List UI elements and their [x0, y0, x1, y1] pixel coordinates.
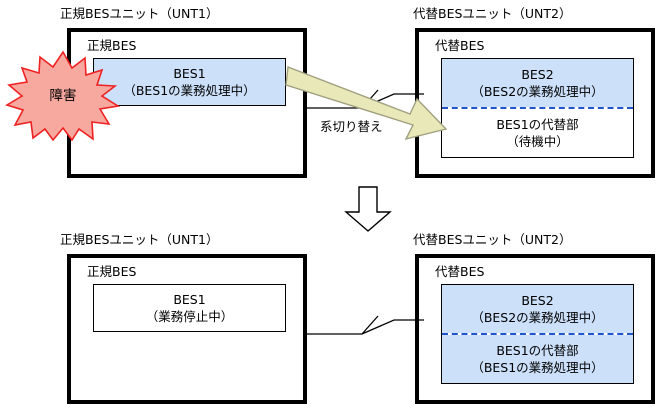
bottom-connector-line — [305, 315, 424, 335]
top-left-process-line2: （BES1の業務処理中） — [123, 83, 256, 98]
switchover-arrow — [285, 66, 448, 141]
bottom-left-inner-caption: 正規BES — [87, 264, 137, 279]
bottom-left-process-box: BES1 （業務停止中） — [93, 284, 286, 332]
bottom-right-upper-line2: （BES2の業務処理中） — [471, 310, 604, 325]
top-right-divider — [442, 107, 633, 109]
bottom-left-unit-box: 正規BES BES1 （業務停止中） — [67, 254, 307, 404]
top-right-upper-line1: BES2 — [521, 67, 554, 82]
bottom-left-process-line2: （業務停止中） — [145, 309, 234, 324]
top-left-inner-caption: 正規BES — [87, 38, 137, 53]
top-right-upper-line2: （BES2の業務処理中） — [471, 84, 604, 99]
bottom-right-upper-half: BES2 （BES2の業務処理中） — [442, 285, 633, 333]
burst-icon — [5, 50, 121, 142]
switchover-label: 系切り替え — [320, 119, 383, 134]
top-right-unit-box: 代替BES BES2 （BES2の業務処理中） BES1の代替部 （待機中） — [415, 28, 655, 178]
bottom-right-unit-box: 代替BES BES2 （BES2の業務処理中） BES1の代替部 （BES1の業… — [415, 254, 655, 404]
top-right-process-box: BES2 （BES2の業務処理中） BES1の代替部 （待機中） — [441, 58, 634, 158]
bottom-right-lower-line1: BES1の代替部 — [496, 343, 579, 358]
top-right-lower-half: BES1の代替部 （待機中） — [442, 109, 633, 157]
top-left-process-line1: BES1 — [173, 66, 206, 81]
bottom-right-divider — [442, 333, 633, 335]
bottom-right-lower-line2: （BES1の業務処理中） — [471, 360, 604, 375]
bottom-right-unit-caption: 代替BESユニット（UNT2） — [413, 232, 572, 247]
top-left-unit-box: 正規BES BES1 （BES1の業務処理中） — [67, 28, 307, 178]
fault-burst-label: 障害 — [49, 88, 77, 104]
bottom-right-process-box: BES2 （BES2の業務処理中） BES1の代替部 （BES1の業務処理中） — [441, 284, 634, 384]
top-right-inner-caption: 代替BES — [435, 38, 485, 53]
top-right-lower-line1: BES1の代替部 — [496, 117, 579, 132]
bottom-right-inner-caption: 代替BES — [435, 264, 485, 279]
top-right-unit-caption: 代替BESユニット（UNT2） — [413, 6, 572, 21]
top-left-unit-caption: 正規BESユニット（UNT1） — [60, 6, 219, 21]
top-right-upper-half: BES2 （BES2の業務処理中） — [442, 59, 633, 107]
bottom-right-upper-line1: BES2 — [521, 293, 554, 308]
top-left-process-box: BES1 （BES1の業務処理中） — [93, 58, 286, 106]
fault-burst: 障害 — [5, 50, 121, 142]
bottom-left-process-line1: BES1 — [173, 292, 206, 307]
bottom-left-unit-caption: 正規BESユニット（UNT1） — [60, 232, 219, 247]
transition-down-arrow — [344, 186, 392, 232]
bottom-right-lower-half: BES1の代替部 （BES1の業務処理中） — [442, 335, 633, 383]
top-right-lower-line2: （待機中） — [506, 134, 569, 149]
